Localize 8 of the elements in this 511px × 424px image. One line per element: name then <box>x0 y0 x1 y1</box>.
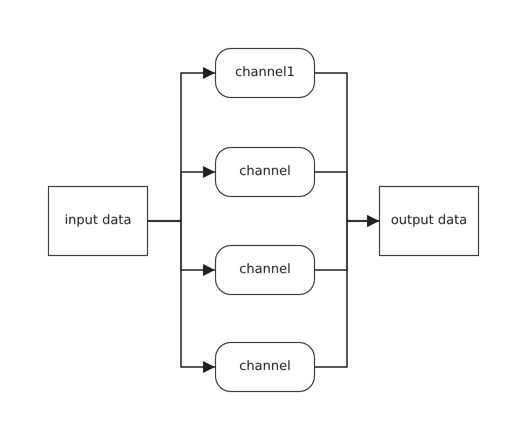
rounded-process-box: channel <box>215 342 315 392</box>
rounded-process-box: channel <box>215 245 315 295</box>
process-box: output data <box>379 186 479 256</box>
connector-arrow <box>148 220 215 373</box>
connector-arrow <box>315 215 379 368</box>
rounded-process-box: channel <box>215 147 315 197</box>
process-box: input data <box>48 186 148 256</box>
rounded-process-box: channel1 <box>215 48 315 98</box>
